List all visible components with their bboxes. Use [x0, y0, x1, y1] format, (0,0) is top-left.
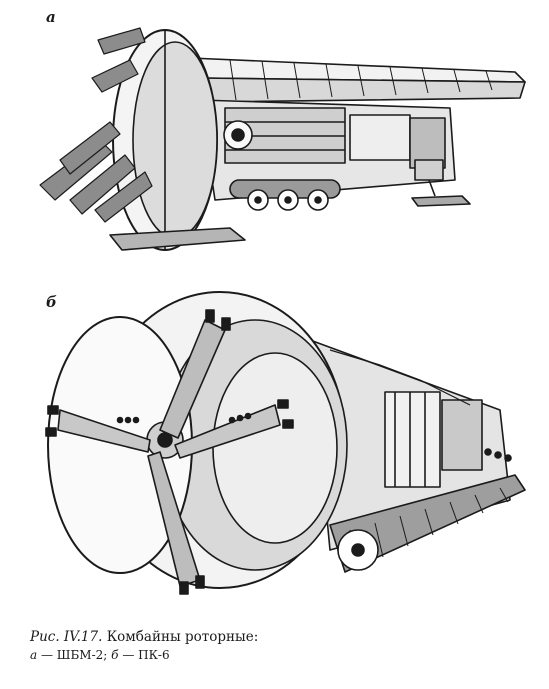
crawler-track: [329, 474, 526, 573]
caption-title: Комбайны роторные:: [106, 629, 259, 645]
caption-item-b-letter: б: [111, 648, 119, 662]
rotor-skid: [109, 227, 246, 251]
caption-item-a-letter: а: [30, 648, 38, 662]
undercarriage: [229, 179, 341, 211]
cutter-teeth: [45, 309, 294, 595]
caption-ref: Рис. IV.17.: [30, 629, 103, 645]
machine-a-illustration: [39, 27, 526, 251]
caption-item-b-text: — ПК-6: [122, 648, 170, 662]
conveyor-boom: [189, 57, 526, 103]
rear-support: [411, 159, 471, 207]
figure-caption: Рис. IV.17. Комбайны роторные: а — ШБМ-2…: [30, 628, 258, 664]
caption-item-a-text: — ШБМ-2;: [40, 648, 108, 662]
panel-label-a: а: [46, 8, 56, 26]
cutter-teeth: [39, 27, 153, 223]
machine-b-illustration: [45, 291, 526, 595]
panel-label-b: б: [46, 293, 57, 311]
